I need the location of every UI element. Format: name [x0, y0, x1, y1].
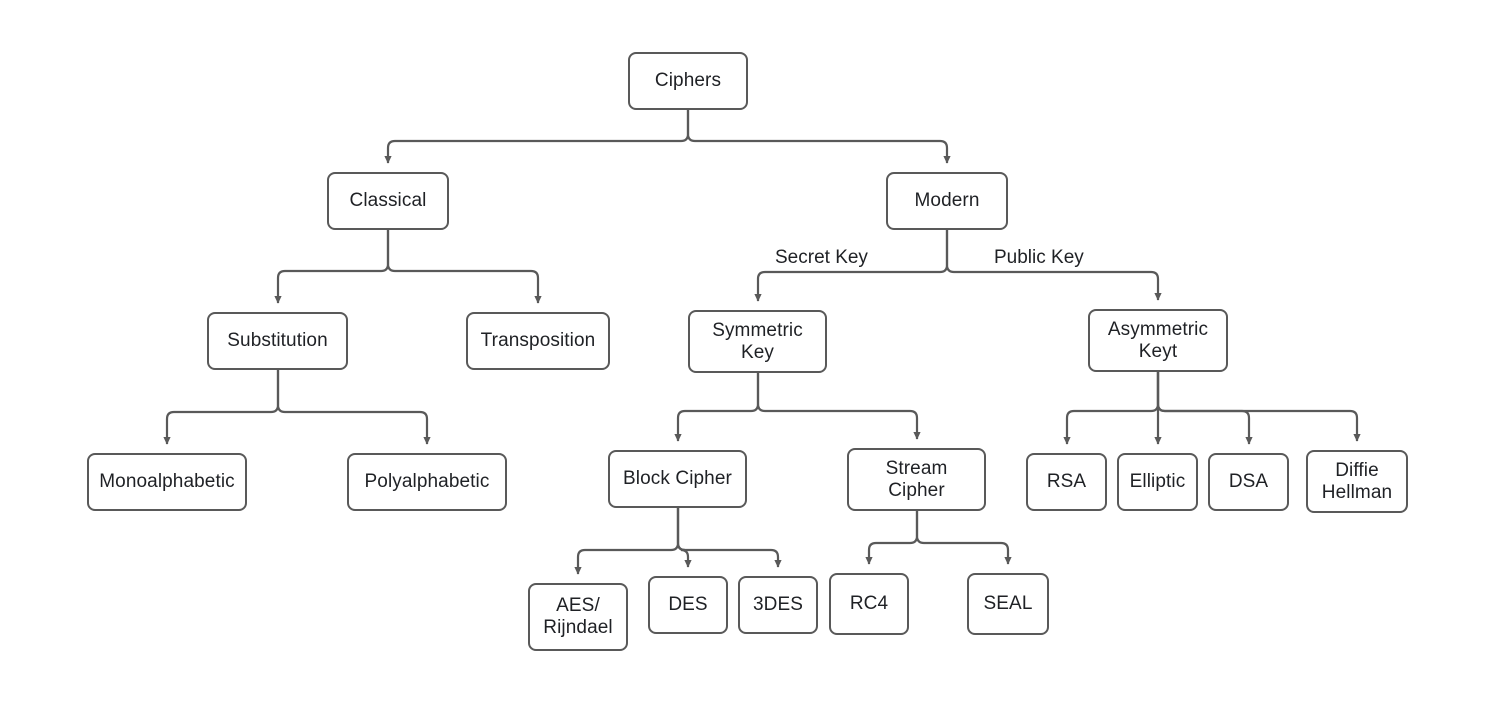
node-symmetric-key[interactable]: Symmetric Key: [688, 310, 827, 373]
edge-asymmetric-key-to-dsa: [1156, 372, 1253, 445]
node-classical[interactable]: Classical: [327, 172, 449, 230]
node-monoalphabetic[interactable]: Monoalphabetic: [87, 453, 247, 511]
node-block-cipher[interactable]: Block Cipher: [608, 450, 747, 508]
node-elliptic[interactable]: Elliptic: [1117, 453, 1198, 511]
node-label: RSA: [1046, 471, 1087, 492]
node-des[interactable]: DES: [648, 576, 728, 634]
node-dsa[interactable]: DSA: [1208, 453, 1289, 511]
node-label: DES: [668, 594, 708, 615]
edge-stream-cipher-to-rc4: [865, 511, 919, 565]
edge-label-secret-key-label: Secret Key: [775, 247, 868, 268]
node-label: Polyalphabetic: [364, 471, 490, 492]
node-rsa[interactable]: RSA: [1026, 453, 1107, 511]
edge-label-public-key-label: Public Key: [994, 247, 1084, 268]
edge-substitution-to-monoalphabetic: [163, 370, 280, 445]
node-label: Symmetric Key: [712, 319, 803, 363]
node-label: Elliptic: [1129, 471, 1186, 492]
node-label: AES/ Rijndael: [543, 595, 613, 638]
node-label: Transposition: [480, 330, 596, 351]
edge-ciphers-to-classical: [384, 110, 690, 164]
node-3des[interactable]: 3DES: [738, 576, 818, 634]
edge-ciphers-to-modern: [686, 110, 951, 164]
node-label: SEAL: [983, 593, 1033, 614]
node-modern[interactable]: Modern: [886, 172, 1008, 230]
node-transposition[interactable]: Transposition: [466, 312, 610, 370]
node-label: DSA: [1228, 471, 1269, 492]
node-polyalphabetic[interactable]: Polyalphabetic: [347, 453, 507, 511]
node-label: Monoalphabetic: [99, 471, 235, 492]
node-label: Modern: [914, 190, 980, 211]
node-label: Block Cipher: [623, 468, 732, 489]
node-substitution[interactable]: Substitution: [207, 312, 348, 370]
edge-substitution-to-polyalphabetic: [276, 370, 431, 445]
edge-asymmetric-key-to-diffie-hellman: [1156, 372, 1361, 442]
edge-classical-to-substitution: [274, 230, 390, 304]
node-label: Classical: [349, 190, 427, 211]
edge-symmetric-key-to-stream-cipher: [756, 373, 921, 440]
node-diffie-hellman[interactable]: Diffie Hellman: [1306, 450, 1408, 513]
node-seal[interactable]: SEAL: [967, 573, 1049, 635]
edge-block-cipher-to-aes-rijndael: [574, 508, 680, 575]
edge-asymmetric-key-to-rsa: [1063, 372, 1160, 445]
node-aes-rijndael[interactable]: AES/ Rijndael: [528, 583, 628, 651]
node-ciphers[interactable]: Ciphers: [628, 52, 748, 110]
node-label: 3DES: [752, 594, 804, 615]
node-rc4[interactable]: RC4: [829, 573, 909, 635]
edge-classical-to-transposition: [386, 230, 542, 304]
edge-block-cipher-to-des: [676, 508, 692, 568]
node-label: Stream Cipher: [885, 457, 948, 501]
node-label: RC4: [849, 593, 889, 614]
node-label: Asymmetric Keyt: [1107, 318, 1209, 362]
edge-stream-cipher-to-seal: [915, 511, 1012, 565]
edge-symmetric-key-to-block-cipher: [674, 373, 760, 442]
node-label: Ciphers: [654, 70, 722, 91]
node-stream-cipher[interactable]: Stream Cipher: [847, 448, 986, 511]
edge-block-cipher-to-3des: [676, 508, 782, 568]
node-asymmetric-key[interactable]: Asymmetric Keyt: [1088, 309, 1228, 372]
node-label: Diffie Hellman: [1321, 459, 1393, 503]
node-label: Substitution: [227, 330, 328, 351]
